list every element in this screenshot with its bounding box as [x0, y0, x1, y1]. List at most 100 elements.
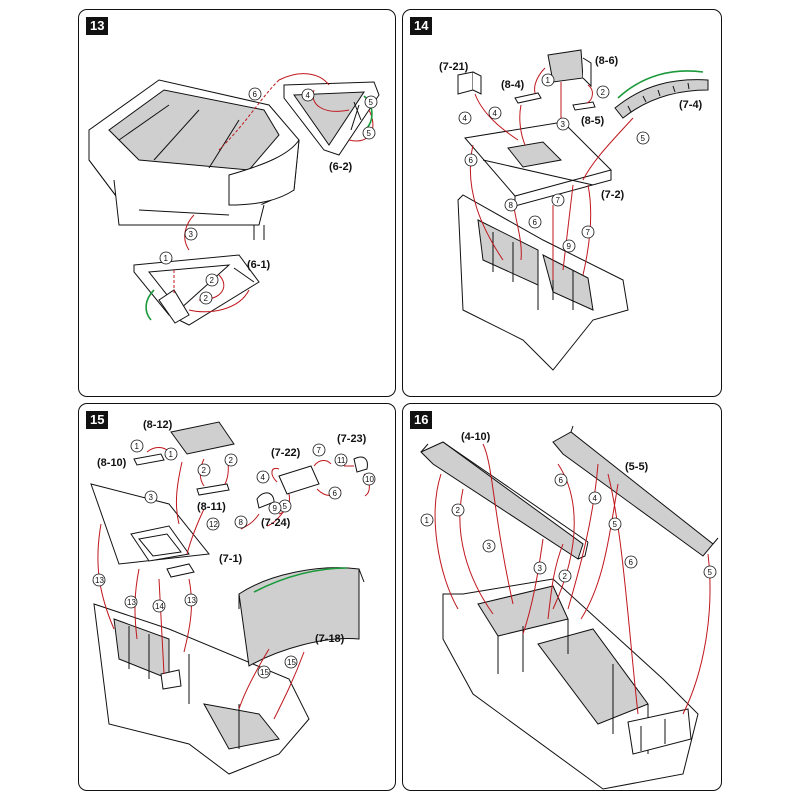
outline-line	[238, 568, 365, 609]
outline-line	[420, 441, 589, 560]
label-7-2: (7-2)	[601, 189, 625, 201]
part-8-11	[196, 483, 230, 496]
callout-circle	[464, 153, 478, 167]
assembly-arrow	[547, 543, 564, 620]
label-8-4: (8-4)	[501, 79, 525, 91]
callout-circle	[312, 443, 326, 457]
arrow-5	[582, 117, 634, 181]
arrow-4	[474, 93, 519, 141]
callout-number: 1	[425, 516, 430, 525]
part-7-23	[353, 456, 368, 473]
callout-number: 1	[546, 76, 551, 85]
part-8-5	[572, 101, 596, 111]
callout-number: 6	[469, 156, 474, 165]
callout-circle	[551, 193, 565, 207]
callout-circle	[636, 131, 650, 145]
shaded-surface	[507, 141, 563, 168]
callout-circle	[205, 273, 219, 287]
label-7-22: (7-22)	[271, 447, 301, 459]
callout-circle	[554, 473, 568, 487]
callout-number: 2	[229, 456, 234, 465]
part-7-4	[614, 79, 709, 119]
callout-number: 6	[253, 90, 258, 99]
part-4-10	[420, 441, 584, 560]
outline-line	[138, 533, 182, 557]
callout-number: 1	[169, 450, 174, 459]
callout-number: 1	[135, 442, 140, 451]
callout-number: 5	[367, 129, 372, 138]
arrow-3	[175, 461, 183, 525]
callout-circle	[334, 453, 348, 467]
label-6-1: (6-1)	[247, 259, 271, 271]
label-8-12: (8-12)	[143, 419, 173, 431]
callout-number: 11	[337, 456, 346, 465]
arrow-14	[158, 578, 165, 675]
callout-number: 9	[567, 242, 572, 251]
outline-line	[492, 232, 574, 310]
label-7-18: (7-18)	[315, 633, 345, 645]
callout-circle	[504, 198, 518, 212]
callout-circle	[184, 593, 198, 607]
arrow-6	[218, 79, 280, 151]
part-outline	[160, 669, 182, 690]
callout-circle	[257, 665, 271, 679]
callout-circle	[482, 539, 496, 553]
assembly-arrow	[183, 578, 192, 653]
callout-circle	[184, 227, 198, 241]
callout-number: 6	[333, 489, 338, 498]
callout-circle	[528, 215, 542, 229]
callout-circle	[624, 555, 638, 569]
label-8-5: (8-5)	[581, 115, 605, 127]
callout-circle	[420, 513, 434, 527]
part-outline	[158, 289, 190, 324]
callout-circle	[562, 239, 576, 253]
callout-circle	[541, 73, 555, 87]
callout-number: 2	[210, 276, 215, 285]
callout-number: 3	[149, 493, 154, 502]
part-7-1	[130, 525, 190, 562]
callout-number: 15	[260, 668, 269, 677]
step-number: 15	[86, 411, 109, 429]
callout-circle	[248, 87, 262, 101]
label-7-24: (7-24)	[261, 517, 291, 529]
callout-circle	[581, 225, 595, 239]
bend-arrow-6-1	[145, 289, 155, 321]
callout-number: 2	[202, 466, 207, 475]
step-14-diagram: 1 2 3 4 4 5 6 7 7 8 9 6 (7-21) (8-4) (8-…	[439, 49, 709, 371]
callout-circle	[608, 517, 622, 531]
arrow-2	[459, 488, 494, 615]
callout-number: 4	[593, 494, 598, 503]
panel-step-16: 16 1 2 3 3 2 4 5 6	[402, 403, 722, 791]
callout-circle	[362, 472, 376, 486]
callout-number: 9	[273, 504, 278, 513]
callout-number: 4	[306, 91, 311, 100]
step-13-diagram: 6 4 5 5 3 1 2 2 (6-2) (6-1)	[88, 73, 380, 326]
callout-number: 6	[533, 218, 538, 227]
callout-number: 13	[95, 576, 104, 585]
callout-circle	[92, 573, 106, 587]
callout-circle	[152, 599, 166, 613]
outline-line	[148, 264, 255, 311]
callout-number: 13	[127, 598, 136, 607]
assembly-arrow	[188, 289, 250, 313]
callout-number: 5	[369, 98, 374, 107]
callout-circle	[159, 251, 173, 265]
outline-line	[88, 104, 240, 201]
callout-circle	[164, 447, 178, 461]
callout-circle	[124, 595, 138, 609]
assembly-arrow	[522, 538, 544, 635]
outline-line	[138, 209, 265, 240]
callout-circle	[328, 486, 342, 500]
arrow-15	[238, 648, 270, 710]
arrow-1	[534, 67, 546, 94]
outline-line	[350, 101, 362, 131]
assembly-arrow	[273, 651, 305, 720]
callout-number: 8	[239, 518, 244, 527]
callout-number: 5	[708, 568, 713, 577]
arrow-3	[482, 443, 514, 605]
callout-number: 2	[456, 506, 461, 515]
callout-number: 7	[317, 446, 322, 455]
label-6-2: (6-2)	[329, 161, 353, 173]
part-8-4	[514, 92, 542, 104]
callout-number: 3	[561, 120, 566, 129]
